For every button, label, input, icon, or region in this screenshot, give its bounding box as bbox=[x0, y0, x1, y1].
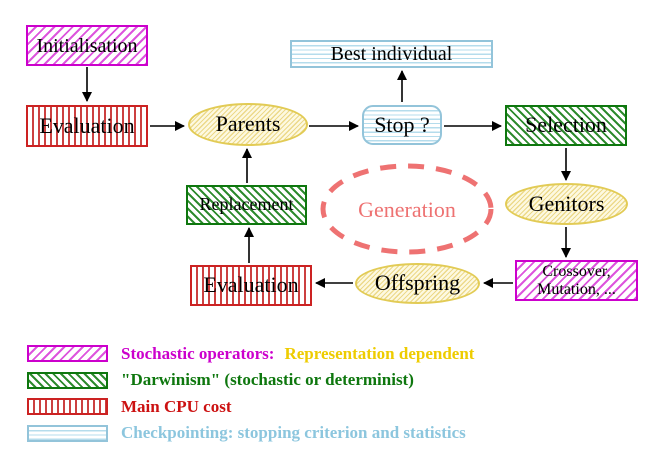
green-hatch-swatch bbox=[27, 371, 108, 389]
legend: Stochastic operators: Representation dep… bbox=[27, 343, 475, 451]
legend-checkpointing-label: Checkpointing: stopping criterion and st… bbox=[121, 423, 466, 442]
selection-box: Selection bbox=[505, 105, 627, 146]
legend-row-main-cpu-cost: Main CPU cost bbox=[27, 396, 474, 416]
evaluation-top-box: Evaluation bbox=[26, 105, 148, 147]
stop-box: Stop ? bbox=[362, 105, 442, 145]
replacement-box: Replacement bbox=[186, 185, 307, 225]
legend-darwinism-label: "Darwinism" (stochastic or determinist) bbox=[121, 370, 414, 389]
crossover-mutation-box: Crossover, Mutation, ... bbox=[515, 260, 638, 301]
evaluation-bottom-box: Evaluation bbox=[190, 265, 312, 306]
magenta-hatch-swatch bbox=[27, 345, 108, 362]
generation-label: Generation bbox=[358, 197, 456, 222]
crossover-line2: Mutation, ... bbox=[537, 280, 616, 298]
legend-representation-label: Representation dependent bbox=[284, 343, 475, 363]
legend-row-stochastic-operators: Stochastic operators: Representation dep… bbox=[27, 343, 475, 363]
legend-cpu-cost-label: Main CPU cost bbox=[121, 396, 232, 416]
legend-row-darwinism: "Darwinism" (stochastic or determinist) bbox=[27, 370, 474, 389]
red-stripe-swatch bbox=[27, 398, 108, 415]
crossover-line1: Crossover, bbox=[542, 262, 611, 280]
legend-stochastic-label: Stochastic operators: bbox=[121, 343, 275, 363]
initialisation-box: Initialisation bbox=[26, 25, 148, 66]
legend-row-checkpointing: Checkpointing: stopping criterion and st… bbox=[27, 423, 474, 442]
cyan-stripe-swatch bbox=[27, 424, 108, 442]
best-individual-box: Best individual bbox=[290, 40, 493, 68]
offspring-ellipse: Offspring bbox=[355, 263, 480, 304]
genitors-ellipse: Genitors bbox=[505, 183, 628, 225]
parents-ellipse: Parents bbox=[188, 103, 308, 146]
